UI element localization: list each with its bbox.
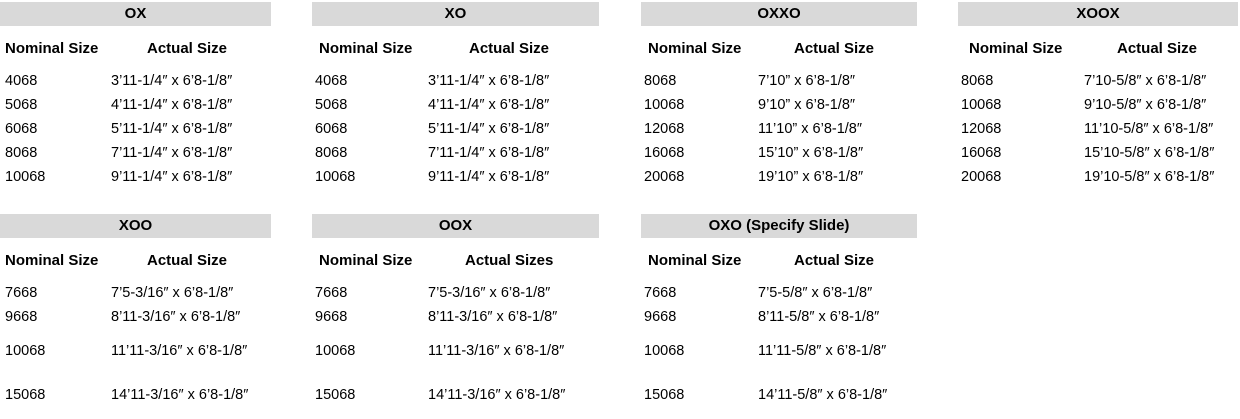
actual-cell: 8’11-5/8″ x 6’8-1/8″ bbox=[758, 309, 880, 325]
actual-cell: 14’11-3/16″ x 6’8-1/8″ bbox=[111, 387, 249, 403]
actual-cell: 11’11-3/16″ x 6’8-1/8″ bbox=[428, 343, 565, 359]
actual-cell: 7’10-5/8″ x 6’8-1/8″ bbox=[1084, 73, 1207, 89]
col-header-actual: Actual Size bbox=[147, 252, 228, 269]
nominal-cell: 9668 bbox=[5, 309, 38, 325]
nominal-cell: 10068 bbox=[644, 97, 685, 113]
nominal-cell: 15068 bbox=[315, 387, 356, 403]
table-title: OX bbox=[0, 2, 271, 26]
actual-cell: 5’11-1/4″ x 6’8-1/8″ bbox=[111, 121, 233, 137]
actual-cell: 15’10-5/8″ x 6’8-1/8″ bbox=[1084, 145, 1215, 161]
actual-cell: 11’10-5/8″ x 6’8-1/8″ bbox=[1084, 121, 1214, 137]
table-title: OXXO bbox=[641, 2, 917, 26]
col-header-nominal: Nominal Size bbox=[648, 40, 742, 57]
nominal-cell: 7668 bbox=[5, 285, 38, 301]
actual-cell: 9’11-1/4″ x 6’8-1/8″ bbox=[111, 169, 233, 185]
actual-cell: 7’11-1/4″ x 6’8-1/8″ bbox=[428, 145, 550, 161]
col-header-nominal: Nominal Size bbox=[5, 252, 99, 269]
actual-cell: 14’11-5/8″ x 6’8-1/8″ bbox=[758, 387, 888, 403]
nominal-cell: 20068 bbox=[961, 169, 1002, 185]
nominal-cell: 6068 bbox=[315, 121, 348, 137]
nominal-cell: 10068 bbox=[5, 169, 46, 185]
actual-cell: 9’10” x 6’8-1/8″ bbox=[758, 97, 856, 113]
actual-cell: 7’5-3/16″ x 6’8-1/8″ bbox=[111, 285, 234, 301]
nominal-cell: 10068 bbox=[5, 343, 46, 359]
nominal-cell: 15068 bbox=[644, 387, 685, 403]
col-header-actual: Actual Size bbox=[794, 252, 875, 269]
actual-cell: 7’5-3/16″ x 6’8-1/8″ bbox=[428, 285, 551, 301]
nominal-cell: 15068 bbox=[5, 387, 46, 403]
nominal-cell: 10068 bbox=[315, 343, 356, 359]
col-header-actual: Actual Size bbox=[794, 40, 875, 57]
nominal-cell: 9668 bbox=[644, 309, 677, 325]
col-header-nominal: Nominal Size bbox=[648, 252, 742, 269]
table-title: OOX bbox=[312, 214, 599, 238]
table-title: XOOX bbox=[958, 2, 1238, 26]
nominal-cell: 16068 bbox=[644, 145, 685, 161]
actual-cell: 19’10” x 6’8-1/8″ bbox=[758, 169, 864, 185]
actual-cell: 14’11-3/16″ x 6’8-1/8″ bbox=[428, 387, 566, 403]
nominal-cell: 12068 bbox=[961, 121, 1002, 137]
nominal-cell: 9668 bbox=[315, 309, 348, 325]
actual-cell: 7’10” x 6’8-1/8″ bbox=[758, 73, 856, 89]
actual-cell: 15’10” x 6’8-1/8″ bbox=[758, 145, 864, 161]
nominal-cell: 8068 bbox=[315, 145, 348, 161]
actual-cell: 4’11-1/4″ x 6’8-1/8″ bbox=[111, 97, 233, 113]
actual-cell: 11’11-3/16″ x 6’8-1/8″ bbox=[111, 343, 248, 359]
nominal-cell: 10068 bbox=[961, 97, 1002, 113]
actual-cell: 11’11-5/8″ x 6’8-1/8″ bbox=[758, 343, 887, 359]
actual-cell: 4’11-1/4″ x 6’8-1/8″ bbox=[428, 97, 550, 113]
actual-cell: 11’10” x 6’8-1/8″ bbox=[758, 121, 863, 137]
nominal-cell: 8068 bbox=[961, 73, 994, 89]
col-header-actual: Actual Sizes bbox=[465, 252, 554, 269]
col-header-nominal: Nominal Size bbox=[319, 252, 413, 269]
col-header-nominal: Nominal Size bbox=[5, 40, 99, 57]
nominal-cell: 8068 bbox=[644, 73, 677, 89]
nominal-cell: 16068 bbox=[961, 145, 1002, 161]
col-header-actual: Actual Size bbox=[469, 40, 550, 57]
nominal-cell: 7668 bbox=[315, 285, 348, 301]
actual-cell: 7’11-1/4″ x 6’8-1/8″ bbox=[111, 145, 233, 161]
nominal-cell: 12068 bbox=[644, 121, 685, 137]
col-header-nominal: Nominal Size bbox=[969, 40, 1063, 57]
actual-cell: 8’11-3/16″ x 6’8-1/8″ bbox=[111, 309, 241, 325]
actual-cell: 5’11-1/4″ x 6’8-1/8″ bbox=[428, 121, 550, 137]
col-header-actual: Actual Size bbox=[1117, 40, 1198, 57]
nominal-cell: 10068 bbox=[315, 169, 356, 185]
col-header-nominal: Nominal Size bbox=[319, 40, 413, 57]
actual-cell: 8’11-3/16″ x 6’8-1/8″ bbox=[428, 309, 558, 325]
nominal-cell: 10068 bbox=[644, 343, 685, 359]
nominal-cell: 20068 bbox=[644, 169, 685, 185]
nominal-cell: 6068 bbox=[5, 121, 38, 137]
actual-cell: 7’5-5/8″ x 6’8-1/8″ bbox=[758, 285, 873, 301]
nominal-cell: 7668 bbox=[644, 285, 677, 301]
nominal-cell: 5068 bbox=[315, 97, 348, 113]
table-title: OXO (Specify Slide) bbox=[641, 214, 917, 238]
actual-cell: 19’10-5/8″ x 6’8-1/8″ bbox=[1084, 169, 1215, 185]
table-title: XO bbox=[312, 2, 599, 26]
table-title: XOO bbox=[0, 214, 271, 238]
nominal-cell: 8068 bbox=[5, 145, 38, 161]
nominal-cell: 5068 bbox=[5, 97, 38, 113]
actual-cell: 9’10-5/8″ x 6’8-1/8″ bbox=[1084, 97, 1207, 113]
actual-cell: 3’11-1/4″ x 6’8-1/8″ bbox=[428, 73, 550, 89]
col-header-actual: Actual Size bbox=[147, 40, 228, 57]
actual-cell: 9’11-1/4″ x 6’8-1/8″ bbox=[428, 169, 550, 185]
nominal-cell: 4068 bbox=[315, 73, 348, 89]
actual-cell: 3’11-1/4″ x 6’8-1/8″ bbox=[111, 73, 233, 89]
nominal-cell: 4068 bbox=[5, 73, 38, 89]
